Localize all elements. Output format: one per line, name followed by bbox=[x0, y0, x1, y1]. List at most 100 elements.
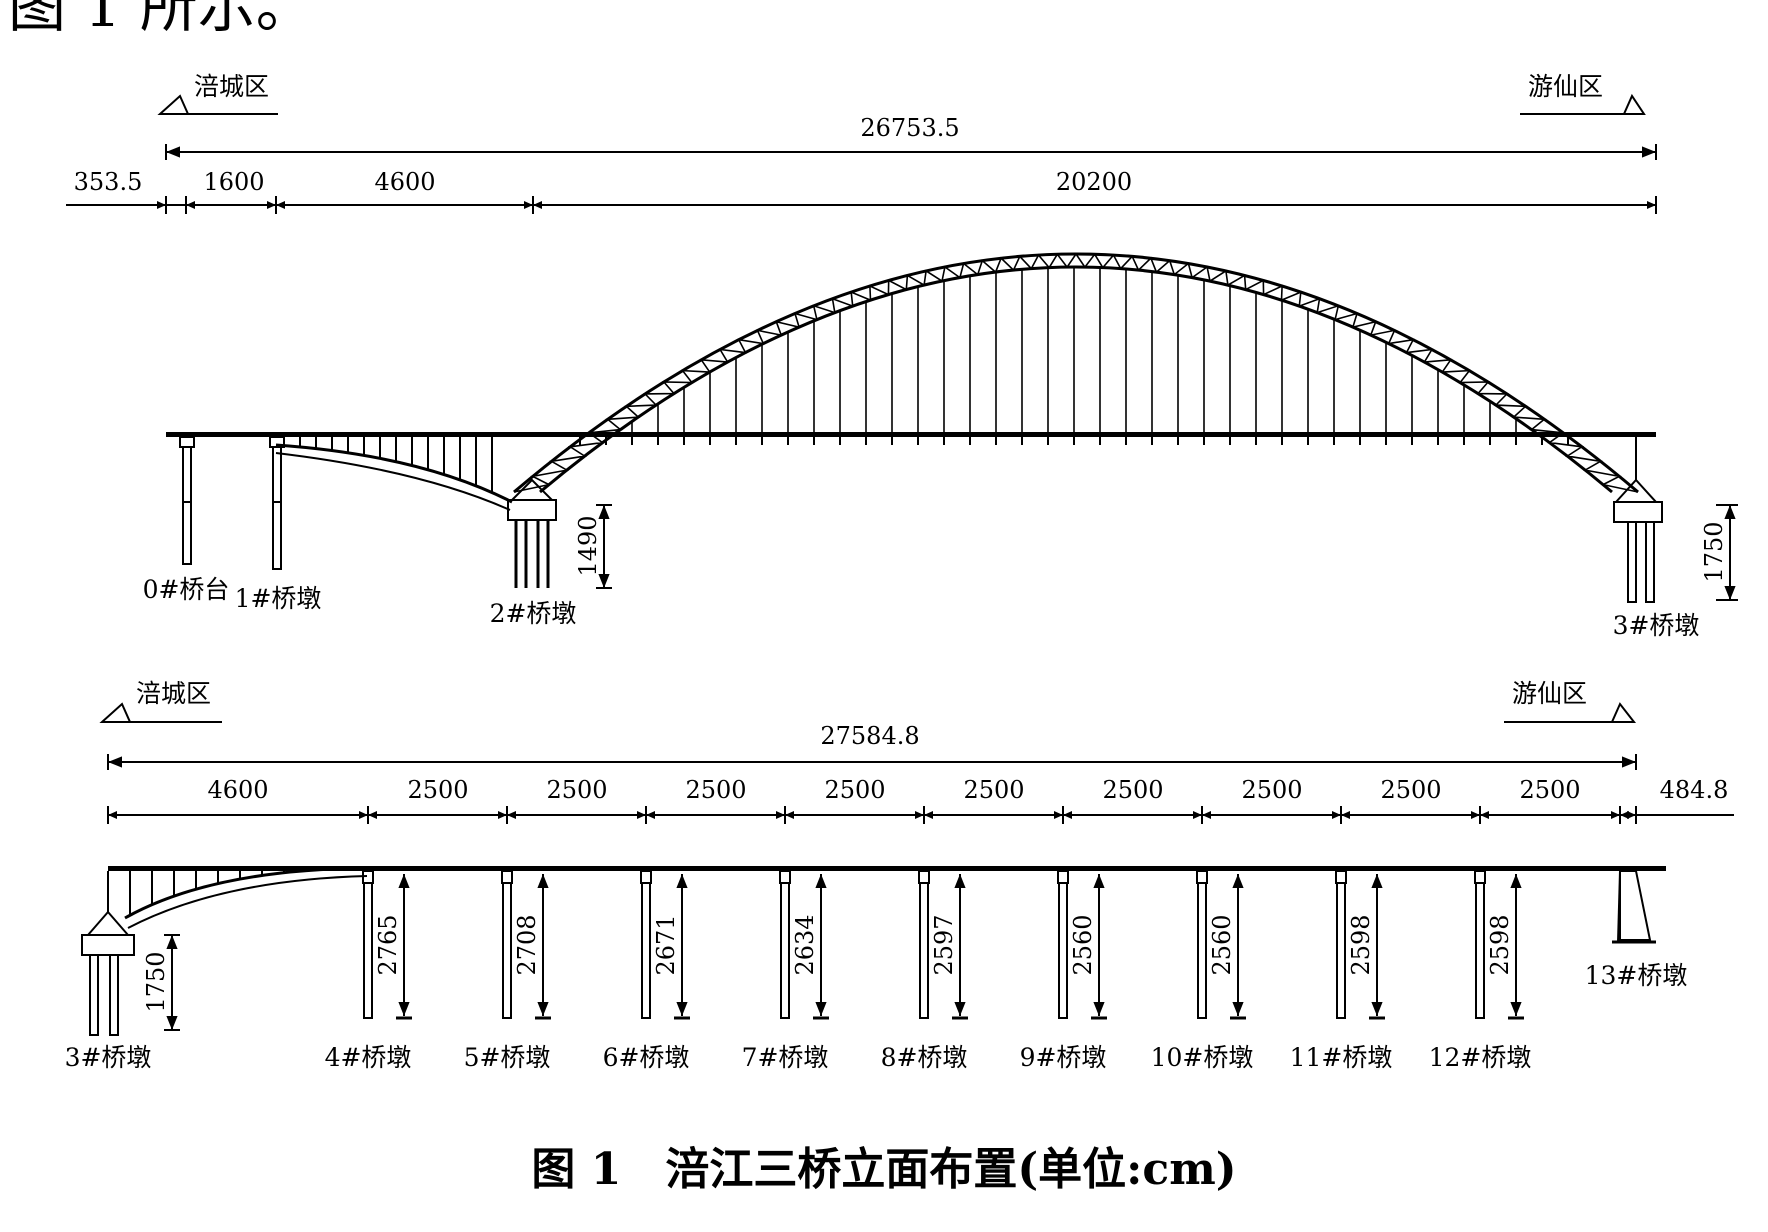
pier-11: 2598 bbox=[1335, 870, 1385, 1020]
pier-12: 2598 bbox=[1474, 870, 1524, 1020]
upper-deck bbox=[166, 432, 1656, 437]
span-arrow-r-6 bbox=[1063, 811, 1072, 819]
span-arrow-l-3 bbox=[637, 811, 646, 819]
span-arrow-r-5 bbox=[924, 811, 933, 819]
lower-height-5: 2597 bbox=[930, 914, 958, 975]
upper-span-3: 20200 bbox=[1056, 168, 1132, 196]
page-header: 图 1 所示。 bbox=[8, 0, 314, 40]
upper-elevation: 涪城区 游仙区 26753.5 353.5 1600 4600 20200 bbox=[66, 72, 1738, 640]
span-arrow-r-4 bbox=[785, 811, 794, 819]
lower-span-5: 2500 bbox=[963, 776, 1024, 804]
span-arrow-r-8 bbox=[1341, 811, 1350, 819]
span-arrow-l-1 bbox=[359, 811, 368, 819]
pier-3-lower bbox=[81, 871, 135, 1036]
upper-span-dimensions: 353.5 1600 4600 20200 bbox=[66, 168, 1657, 214]
upper-height-1750: 1750 bbox=[1700, 504, 1738, 601]
upper-main-arch bbox=[513, 252, 1639, 494]
upper-pier-label-3: 3#桥墩 bbox=[1613, 611, 1700, 640]
pier-6: 2671 bbox=[640, 870, 690, 1020]
upper-left-district: 涪城区 bbox=[194, 72, 269, 101]
lower-pier-label-5: 8#桥墩 bbox=[881, 1043, 968, 1072]
span-arrow-r-0 bbox=[108, 811, 117, 819]
lower-pier-label-6: 9#桥墩 bbox=[1020, 1043, 1107, 1072]
span-arrow-l-5 bbox=[915, 811, 924, 819]
pier-0-abutment bbox=[179, 436, 195, 565]
lower-span-0: 4600 bbox=[207, 776, 268, 804]
lower-span-3: 2500 bbox=[685, 776, 746, 804]
span-arrow-l-2 bbox=[498, 811, 507, 819]
span-arrow-l-9 bbox=[1471, 811, 1480, 819]
pier-8: 2597 bbox=[918, 870, 968, 1020]
pier-2 bbox=[507, 478, 557, 588]
lower-span-1: 2500 bbox=[407, 776, 468, 804]
pier-7: 2634 bbox=[779, 870, 829, 1020]
span-arrow-r-10 bbox=[1620, 811, 1629, 819]
lower-deck bbox=[108, 866, 1666, 871]
lower-span-9: 2500 bbox=[1519, 776, 1580, 804]
upper-total-dimension: 26753.5 bbox=[860, 114, 959, 142]
pier-4: 2765 bbox=[362, 870, 412, 1020]
lower-approach-arch bbox=[124, 866, 368, 929]
lower-height-2: 2708 bbox=[513, 914, 541, 975]
span-arrow-l-6 bbox=[1054, 811, 1063, 819]
lower-pier-label-0: 3#桥墩 bbox=[65, 1043, 152, 1072]
upper-height-1: 1750 bbox=[1700, 521, 1728, 582]
pier-5: 2708 bbox=[501, 870, 551, 1020]
lower-height-7: 2560 bbox=[1208, 914, 1236, 975]
upper-height-0: 1490 bbox=[574, 515, 602, 576]
pier-10: 2560 bbox=[1196, 870, 1246, 1020]
span-arrow-r-2 bbox=[507, 811, 516, 819]
lower-height-4: 2634 bbox=[791, 914, 819, 975]
lower-span-2: 2500 bbox=[546, 776, 607, 804]
upper-span-2: 4600 bbox=[374, 168, 435, 196]
lower-height-0: 1750 bbox=[142, 951, 170, 1012]
figure-caption: 图 1 涪江三桥立面布置(单位:cm) bbox=[531, 1144, 1236, 1195]
lower-pier-label-7: 10#桥墩 bbox=[1151, 1043, 1254, 1072]
pier-1 bbox=[269, 436, 285, 570]
lower-total-dimension: 27584.8 bbox=[820, 722, 919, 750]
lower-pier-label-10: 13#桥墩 bbox=[1585, 961, 1688, 990]
upper-height-1490: 1490 bbox=[574, 504, 612, 589]
lower-left-district: 涪城区 bbox=[136, 679, 211, 708]
upper-side-arch bbox=[275, 437, 513, 511]
lower-span-8: 2500 bbox=[1380, 776, 1441, 804]
lower-height-8: 2598 bbox=[1347, 914, 1375, 975]
lower-height-6: 2560 bbox=[1069, 914, 1097, 975]
lower-pier-label-8: 11#桥墩 bbox=[1290, 1043, 1393, 1072]
span-arrow-r-9 bbox=[1480, 811, 1489, 819]
upper-span-0: 353.5 bbox=[74, 168, 143, 196]
lower-pier-label-1: 4#桥墩 bbox=[325, 1043, 412, 1072]
upper-pier-label-0: 0#桥台 bbox=[143, 575, 230, 604]
lower-height-1: 2765 bbox=[374, 914, 402, 975]
lower-pier-label-4: 7#桥墩 bbox=[742, 1043, 829, 1072]
lower-left-district-marker: 涪城区 bbox=[99, 679, 222, 723]
upper-span-1: 1600 bbox=[203, 168, 264, 196]
upper-right-district: 游仙区 bbox=[1528, 72, 1603, 101]
span-arrow-l-8 bbox=[1332, 811, 1341, 819]
lower-pier-label-2: 5#桥墩 bbox=[464, 1043, 551, 1072]
span-arrow-r-7 bbox=[1202, 811, 1211, 819]
upper-right-district-marker: 游仙区 bbox=[1520, 72, 1646, 115]
span-arrow-r-3 bbox=[646, 811, 655, 819]
lower-span-10: 484.8 bbox=[1660, 776, 1729, 804]
lower-span-dimensions: 4600 2500 2500 2500 2500 2500 2500 2500 … bbox=[107, 776, 1734, 824]
pier-13 bbox=[1612, 870, 1656, 944]
lower-right-district: 游仙区 bbox=[1512, 679, 1587, 708]
span-arrow-l-11 bbox=[1627, 811, 1636, 819]
span-arrow-l-7 bbox=[1193, 811, 1202, 819]
lower-height-1750: 1750 bbox=[142, 934, 180, 1031]
pier-3-upper bbox=[1613, 437, 1663, 603]
lower-right-district-marker: 游仙区 bbox=[1504, 679, 1637, 723]
span-arrow-r-1 bbox=[368, 811, 377, 819]
lower-height-3: 2671 bbox=[652, 914, 680, 975]
upper-left-district-marker: 涪城区 bbox=[157, 72, 278, 115]
lower-span-6: 2500 bbox=[1102, 776, 1163, 804]
lower-span-4: 2500 bbox=[824, 776, 885, 804]
upper-pier-label-2: 2#桥墩 bbox=[490, 599, 577, 628]
pier-9: 2560 bbox=[1057, 870, 1107, 1020]
lower-pier-label-9: 12#桥墩 bbox=[1429, 1043, 1532, 1072]
lower-span-7: 2500 bbox=[1241, 776, 1302, 804]
lower-elevation: 涪城区 游仙区 27584.8 4600 2500 2500 2500 2500… bbox=[65, 679, 1734, 1072]
span-arrow-l-4 bbox=[776, 811, 785, 819]
